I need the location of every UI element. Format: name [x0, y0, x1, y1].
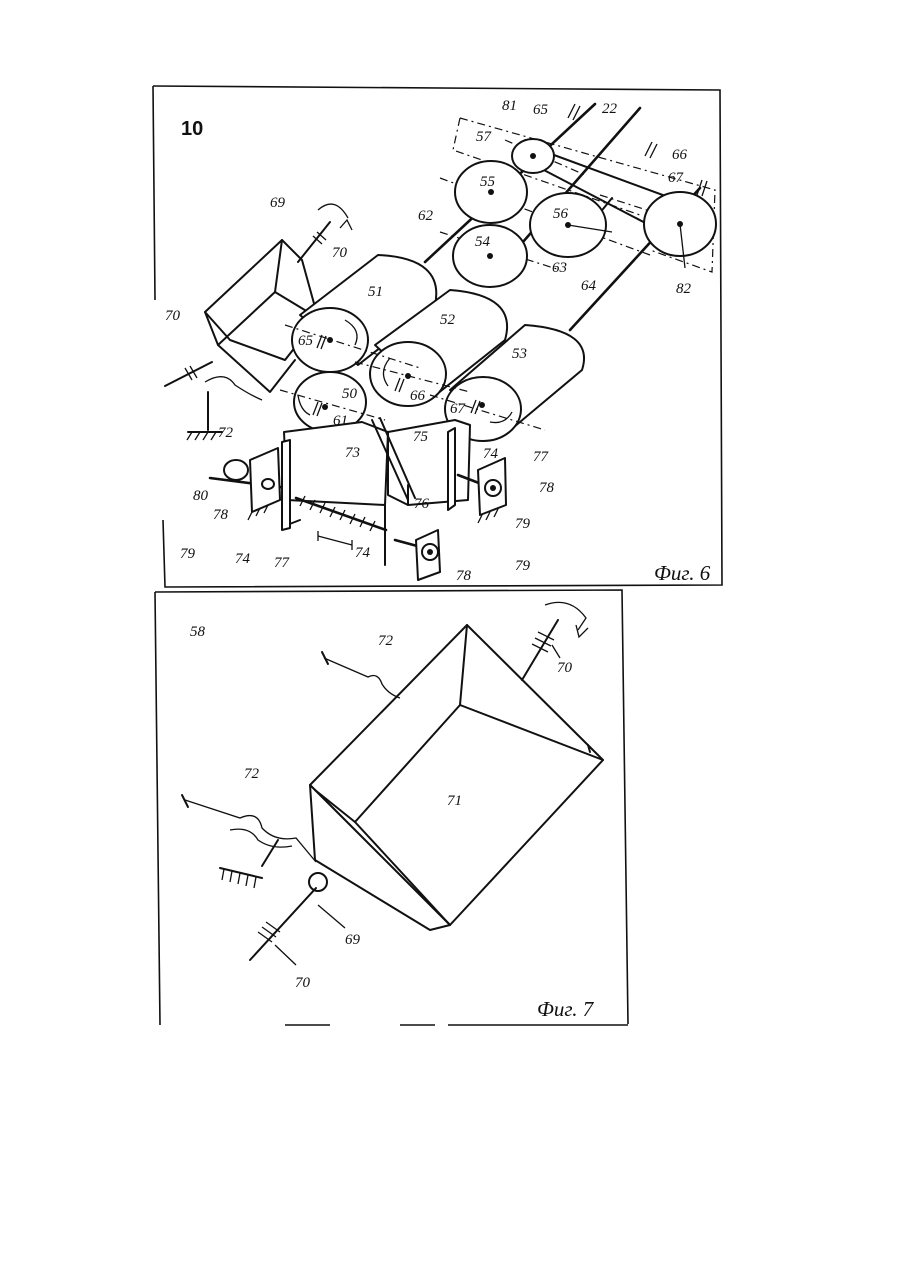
label-61: 61	[333, 413, 348, 429]
plate-74-right	[448, 428, 455, 510]
label-81: 81	[502, 98, 517, 114]
label-65-top: 65	[533, 102, 549, 118]
label-79-bottom: 79	[515, 558, 531, 574]
label-69: 69	[345, 932, 361, 948]
label-62: 62	[418, 208, 434, 224]
label-72-left: 72	[244, 766, 260, 782]
leader-70-fig7	[275, 945, 296, 965]
label-57: 57	[476, 129, 493, 145]
label-76: 76	[414, 496, 430, 512]
ground-hatch	[187, 432, 216, 440]
label-74-left: 74	[235, 551, 251, 567]
leader-70-top-fig7	[552, 645, 560, 658]
bearing-70-fig7-top	[532, 632, 554, 652]
hopper-shaft-69	[298, 222, 330, 262]
label-77-right: 77	[533, 449, 550, 465]
label-63: 63	[552, 260, 567, 276]
label-66-mid: 66	[410, 388, 426, 404]
label-78-right: 78	[539, 480, 555, 496]
shaft-69-fig7	[250, 888, 316, 960]
caption-fig7: Фиг. 7	[537, 997, 595, 1021]
label-70-top: 70	[332, 245, 348, 261]
label-53: 53	[512, 346, 527, 362]
label-82: 82	[676, 281, 692, 297]
label-64: 64	[581, 278, 597, 294]
label-69: 69	[270, 195, 286, 211]
plate-74-left	[282, 440, 290, 530]
leader-69-fig7	[318, 905, 345, 928]
label-65-mid: 65	[298, 333, 314, 349]
label-75: 75	[413, 429, 429, 445]
label-70-left: 70	[165, 308, 181, 324]
figure-6: 10 81 65 22 57 66 67 55 56 62 54 63 82 6…	[153, 86, 722, 587]
swing-arrowhead-fig6	[340, 220, 352, 230]
label-73: 73	[345, 445, 360, 461]
label-74-right: 74	[483, 446, 499, 462]
label-79-left: 79	[180, 546, 196, 562]
tray-73	[284, 422, 388, 565]
label-71: 71	[447, 793, 462, 809]
ground-line-fig7	[220, 868, 262, 878]
hub-54	[487, 253, 493, 259]
label-80: 80	[193, 488, 209, 504]
label-22: 22	[602, 101, 618, 117]
spring-72-fig6	[205, 377, 262, 400]
gear-80	[224, 460, 248, 480]
label-54: 54	[475, 234, 491, 250]
swing-arrowhead-fig7	[576, 625, 588, 637]
label-67-mid: 67	[450, 401, 467, 417]
bearing-66-top	[645, 142, 657, 158]
bearing-65-top	[568, 104, 580, 120]
sheet-number-fig6: 10	[181, 118, 203, 140]
label-74-bottom: 74	[355, 545, 371, 561]
label-50: 50	[342, 386, 358, 402]
figure-7-frame-left	[155, 592, 160, 1025]
label-78-left: 78	[213, 507, 229, 523]
label-70-bottom: 70	[295, 975, 311, 991]
label-66-top: 66	[672, 147, 688, 163]
label-72-top: 72	[378, 633, 394, 649]
swing-arrow-fig6	[318, 204, 348, 218]
label-72: 72	[218, 425, 234, 441]
spring-72-top	[324, 658, 400, 698]
label-56: 56	[553, 206, 569, 222]
support-bottom	[395, 530, 440, 580]
sheet-number-fig7: 58	[190, 624, 206, 640]
swing-arrow-fig7	[545, 602, 586, 630]
figure-7: 58 72 70 71 72 69 70 Фиг. 7	[155, 590, 628, 1025]
stroke-arrow	[318, 536, 352, 545]
figure-6-frame-left	[153, 86, 155, 300]
hinge-69	[309, 873, 327, 891]
caption-fig6: Фиг. 6	[654, 561, 711, 585]
hub-81	[530, 153, 536, 159]
label-79-right: 79	[515, 516, 531, 532]
label-77-left: 77	[274, 555, 291, 571]
spring-72-left	[185, 800, 316, 862]
label-78-bottom: 78	[456, 568, 472, 584]
label-52: 52	[440, 312, 456, 328]
label-70-top: 70	[557, 660, 573, 676]
label-51: 51	[368, 284, 383, 300]
shaft-70-top	[522, 620, 558, 680]
label-67-top: 67	[668, 170, 685, 186]
label-55: 55	[480, 174, 496, 190]
